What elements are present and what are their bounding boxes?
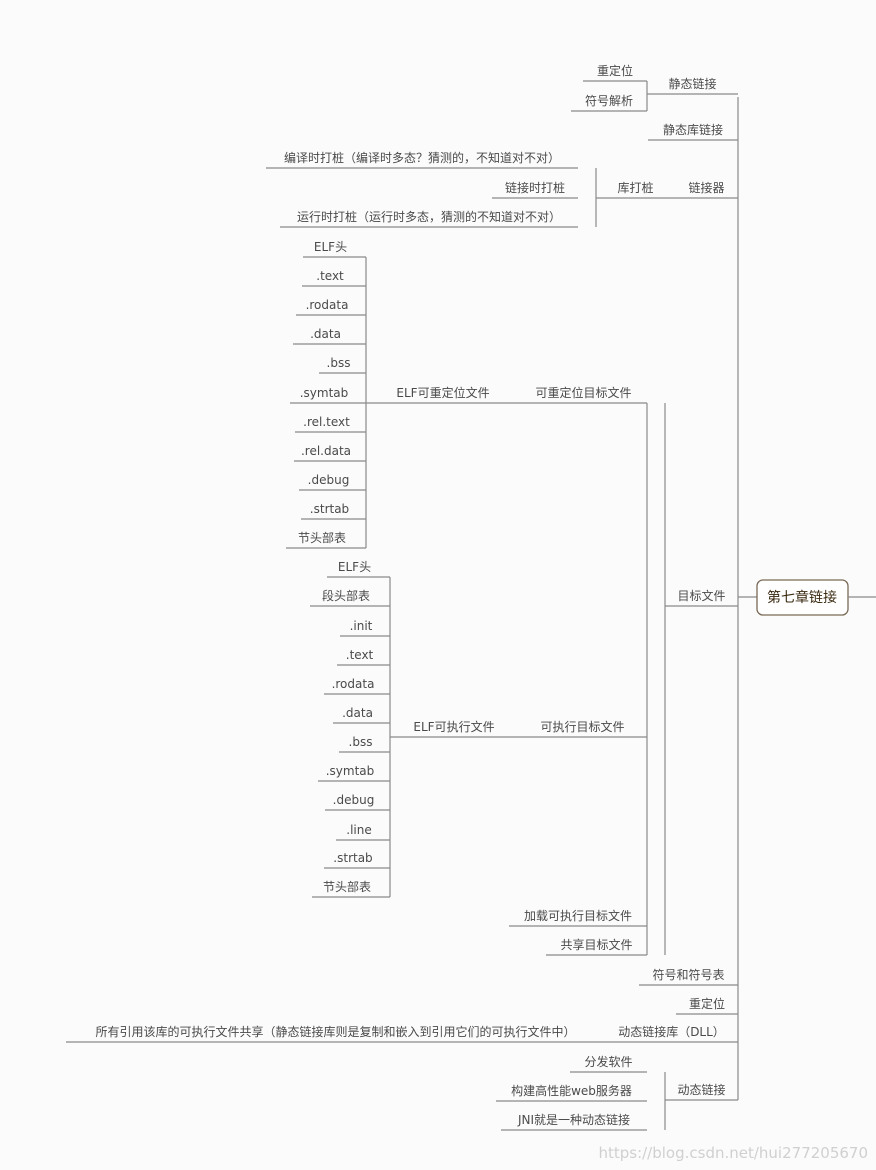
- section-dot-symtab[interactable]: .symtab: [318, 764, 390, 782]
- topic-label: 可重定位目标文件: [535, 385, 631, 400]
- topic-b2[interactable]: 链接器: [675, 180, 738, 199]
- topic-b3-c3[interactable]: 共享目标文件: [546, 937, 647, 956]
- topic-label: 编译时打桩（编译时多态？猜测的，不知道对不对）: [284, 150, 560, 165]
- topic-label: 静态库链接: [663, 122, 723, 137]
- section-dot-rel-text[interactable]: .rel.text: [295, 415, 366, 433]
- topic-b3-c0[interactable]: 可重定位目标文件: [520, 385, 647, 404]
- topic-b2-c0-c1[interactable]: 链接时打桩: [492, 180, 578, 199]
- topic-label: 加载可执行目标文件: [524, 908, 632, 923]
- topic-b2-c0-c2[interactable]: 运行时打桩（运行时多态，猜测的不知道对不对）: [280, 209, 578, 228]
- topic-label: 动态链接库（DLL）: [618, 1024, 725, 1039]
- topic-label: 所有引用该库的可执行文件共享（静态链接库则是复制和嵌入到引用它们的可执行文件中）: [95, 1024, 575, 1039]
- topic-label: 重定位: [597, 63, 633, 78]
- section-label: 节头部表: [323, 879, 371, 894]
- topic-b2-c0[interactable]: 库打桩: [596, 180, 675, 199]
- section-label: .text: [316, 269, 344, 283]
- topic-label: 链接时打桩: [505, 180, 565, 195]
- section-dot-line[interactable]: .line: [336, 823, 390, 841]
- section-topic[interactable]: 节头部表: [286, 530, 366, 549]
- topic-label: 可执行目标文件: [540, 719, 624, 734]
- topic-b4[interactable]: 符号和符号表: [639, 967, 738, 986]
- topic-b7-c1[interactable]: 构建高性能web服务器: [496, 1083, 647, 1102]
- section-topic[interactable]: 段头部表: [310, 588, 390, 607]
- topic-label: 库打桩: [617, 180, 653, 195]
- section-dot-text[interactable]: .text: [337, 648, 390, 666]
- root-topic-label: 第七章链接: [767, 589, 837, 606]
- section-dot-debug[interactable]: .debug: [299, 473, 366, 491]
- section-label: .debug: [308, 473, 350, 487]
- section-dot-text[interactable]: .text: [302, 269, 366, 287]
- section-label: .symtab: [326, 764, 375, 778]
- section-label: .rel.text: [303, 415, 350, 429]
- topic-b7[interactable]: 动态链接: [665, 1082, 738, 1101]
- section-dot-data[interactable]: .data: [293, 327, 366, 345]
- section-label: .rodata: [332, 677, 375, 691]
- section-dot-rodata[interactable]: .rodata: [296, 298, 366, 316]
- topic-label: 共享目标文件: [560, 937, 632, 952]
- section-label: .text: [346, 648, 374, 662]
- topic-label: ELF可重定位文件: [396, 385, 489, 400]
- topic-label: 重定位: [689, 996, 725, 1011]
- section-topic[interactable]: 节头部表: [312, 879, 390, 898]
- topic-label: ELF可执行文件: [413, 719, 494, 734]
- topic-label: JNI就是一种动态链接: [517, 1112, 630, 1127]
- section-dot-strtab[interactable]: .strtab: [301, 502, 366, 520]
- section-label: .init: [350, 619, 373, 633]
- section-dot-rodata[interactable]: .rodata: [324, 677, 390, 695]
- topic-label: 链接器: [688, 180, 724, 195]
- watermark: https://blog.csdn.net/hui277205670: [598, 1144, 868, 1162]
- section-label: .bss: [327, 356, 351, 370]
- section-label: .rodata: [306, 298, 349, 312]
- section-dot-rel-data[interactable]: .rel.data: [294, 444, 366, 462]
- topic-b5[interactable]: 重定位: [676, 996, 738, 1015]
- section-label: .strtab: [333, 851, 372, 865]
- topic-b0-c0[interactable]: 重定位: [583, 63, 647, 82]
- section-label: ELF头: [338, 560, 371, 574]
- section-dot-bss[interactable]: .bss: [339, 735, 390, 753]
- section-label: 节头部表: [298, 530, 346, 545]
- section-label: .data: [342, 706, 373, 720]
- section-dot-symtab[interactable]: .symtab: [290, 386, 366, 404]
- section-label: .data: [310, 327, 341, 341]
- section-elf[interactable]: ELF头: [303, 240, 366, 258]
- topic-b7-c2[interactable]: JNI就是一种动态链接: [501, 1112, 647, 1131]
- section-label: .line: [346, 823, 371, 837]
- section-label: ELF头: [314, 240, 347, 254]
- topic-b6[interactable]: 动态链接库（DLL）: [605, 1024, 738, 1043]
- topic-b2-c0-c0[interactable]: 编译时打桩（编译时多态？猜测的，不知道对不对）: [266, 150, 578, 169]
- section-dot-strtab[interactable]: .strtab: [324, 851, 390, 869]
- topic-b3[interactable]: 目标文件: [665, 588, 738, 607]
- topic-nodes: 静态链接重定位符号解析静态库链接链接器库打桩编译时打桩（编译时多态？猜测的，不知…: [66, 63, 738, 1131]
- topic-b0[interactable]: 静态链接: [647, 76, 738, 95]
- topic-label: 静态链接: [668, 76, 716, 91]
- root-topic[interactable]: 第七章链接: [756, 579, 849, 616]
- topic-label: 分发软件: [584, 1054, 632, 1069]
- topic-b0-c1[interactable]: 符号解析: [571, 93, 647, 112]
- section-label: .strtab: [310, 502, 349, 516]
- section-dot-bss[interactable]: .bss: [319, 356, 366, 374]
- section-elf[interactable]: ELF头: [327, 560, 390, 578]
- topic-b3-c2[interactable]: 加载可执行目标文件: [509, 908, 647, 927]
- topic-b3-c0-c0[interactable]: ELF可重定位文件: [366, 385, 520, 404]
- section-label: .symtab: [300, 386, 349, 400]
- section-label: 段头部表: [322, 588, 370, 603]
- topic-b3-c1[interactable]: 可执行目标文件: [518, 719, 647, 738]
- section-dot-debug[interactable]: .debug: [325, 793, 390, 811]
- topic-b3-c1-c0[interactable]: ELF可执行文件: [390, 719, 518, 738]
- section-dot-data[interactable]: .data: [333, 706, 390, 724]
- topic-label: 动态链接: [677, 1082, 725, 1097]
- topic-label: 符号和符号表: [652, 967, 724, 982]
- topic-b6-c0[interactable]: 所有引用该库的可执行文件共享（静态链接库则是复制和嵌入到引用它们的可执行文件中）: [66, 1024, 605, 1043]
- section-label: .bss: [349, 735, 373, 749]
- topic-label: 构建高性能web服务器: [511, 1083, 632, 1098]
- topic-label: 目标文件: [677, 588, 725, 603]
- section-label: .rel.data: [301, 444, 351, 458]
- topic-label: 运行时打桩（运行时多态，猜测的不知道对不对）: [297, 209, 561, 224]
- section-label: .debug: [333, 793, 375, 807]
- topic-b7-c0[interactable]: 分发软件: [570, 1054, 647, 1073]
- section-dot-init[interactable]: .init: [340, 619, 390, 637]
- topic-label: 符号解析: [585, 93, 633, 108]
- topic-b1[interactable]: 静态库链接: [648, 122, 738, 141]
